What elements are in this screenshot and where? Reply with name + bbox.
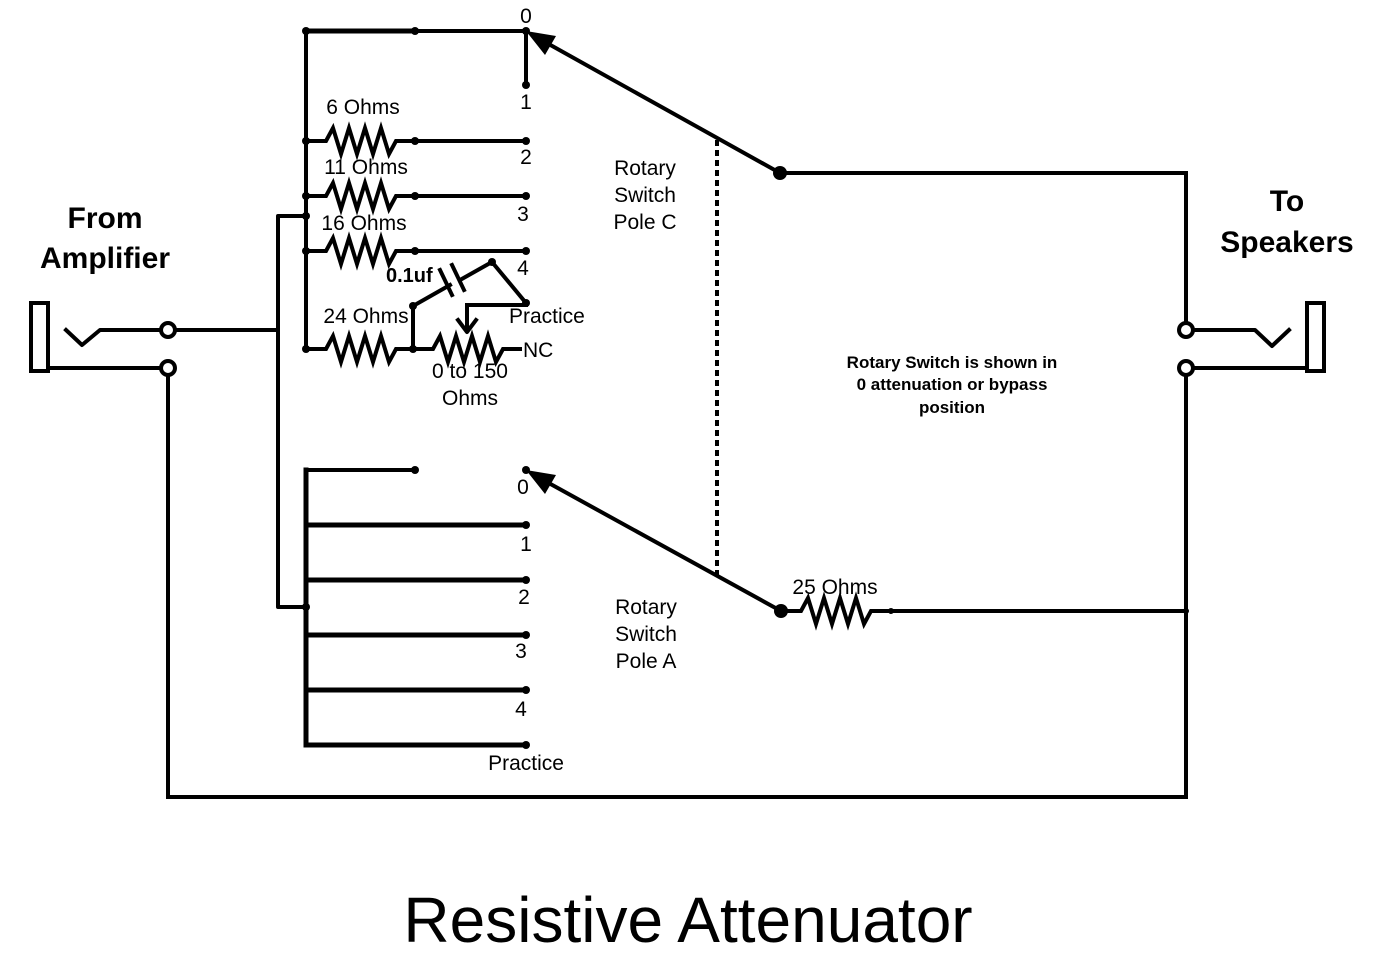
pole-c-contact-4	[522, 247, 530, 255]
input-sleeve-terminal	[159, 359, 177, 377]
pole-a-title-line3: Pole A	[616, 650, 677, 673]
pole-c-contact-2	[522, 137, 530, 145]
pole-c-label-practice: Practice	[509, 305, 585, 328]
input-tip-terminal	[159, 321, 177, 339]
resistor-11-ohms	[302, 176, 530, 216]
input-tip-contact	[63, 327, 170, 347]
pole-c-contact-1	[522, 81, 530, 89]
pole-c-title-line2: Switch	[614, 184, 676, 207]
pot-label-line2: Ohms	[442, 387, 498, 410]
pole-a-label-3: 3	[515, 640, 527, 663]
note-line2: 0 attenuation or bypass	[857, 375, 1048, 394]
pot-label-line1: 0 to 150	[432, 360, 508, 383]
wiper-arrow-icon	[455, 317, 479, 334]
output-tip-terminal	[1177, 321, 1195, 339]
output-jack-sleeve	[1305, 301, 1326, 373]
pole-c-title-line1: Rotary	[614, 157, 676, 180]
resistor-6-ohms	[302, 121, 530, 161]
resistor-24-ohms	[302, 329, 417, 369]
output-label-line2: Speakers	[1220, 226, 1353, 259]
pole-a-title-line1: Rotary	[615, 596, 677, 619]
note-line1: Rotary Switch is shown in	[847, 353, 1058, 372]
resistor-label-16-ohms: 16 Ohms	[321, 212, 406, 235]
pole-a-label-0: 0	[517, 476, 529, 499]
output-label-line1: To	[1270, 185, 1304, 218]
resistor-label-6-ohms: 6 Ohms	[326, 96, 400, 119]
resistor-25-ohms	[781, 591, 1189, 631]
capacitor-0-1uf	[409, 258, 530, 351]
junction-dot	[411, 466, 419, 474]
input-label-line1: From	[68, 202, 143, 235]
pole-a-label-practice: Practice	[488, 752, 564, 775]
output-tip-contact	[1184, 327, 1292, 348]
pole-c-label-3: 3	[517, 203, 529, 226]
output-sleeve-terminal	[1177, 359, 1195, 377]
pole-a-label-2: 2	[518, 586, 530, 609]
input-jack-sleeve	[29, 301, 50, 373]
input-label-line2: Amplifier	[40, 242, 170, 275]
pole-c-contact-3	[522, 192, 530, 200]
pot-nc-label: NC	[523, 339, 553, 362]
pole-c-title-line3: Pole C	[613, 211, 676, 234]
resistor-label-25-ohms: 25 Ohms	[792, 576, 877, 599]
capacitor-plate-1	[437, 267, 455, 298]
pole-a-label-4: 4	[515, 698, 527, 721]
pole-c-label-1: 1	[520, 91, 532, 114]
potentiometer-0-150-ohms	[413, 303, 528, 369]
wiper-arrowhead-icon	[526, 31, 556, 55]
pole-a-wiper	[526, 470, 788, 618]
resistor-16-ohms	[302, 231, 530, 271]
resistor-label-11-ohms: 11 Ohms	[324, 156, 408, 179]
output-jack	[1177, 301, 1326, 377]
pole-c-label-4: 4	[517, 257, 529, 280]
pole-c-label-0: 0	[520, 5, 532, 28]
junction-dot	[302, 212, 310, 220]
resistor-label-24-ohms: 24 Ohms	[323, 305, 408, 328]
wiper-arrowhead-icon	[526, 470, 556, 494]
junction-dot	[411, 27, 419, 35]
input-bus-feeder	[276, 214, 308, 609]
pole-a-position-wires	[302, 521, 530, 749]
pole-a-title-line2: Switch	[615, 623, 677, 646]
input-jack	[29, 301, 177, 377]
pole-a-label-1: 1	[520, 533, 532, 556]
junction-dot	[302, 27, 310, 35]
diagram-title: Resistive Attenuator	[403, 884, 972, 956]
capacitor-plate-2	[449, 262, 467, 293]
capacitor-label: 0.1uf	[386, 265, 433, 287]
note-line3: position	[919, 398, 985, 417]
pole-c-contact-practice	[522, 299, 530, 307]
pole-c-label-2: 2	[520, 146, 532, 169]
